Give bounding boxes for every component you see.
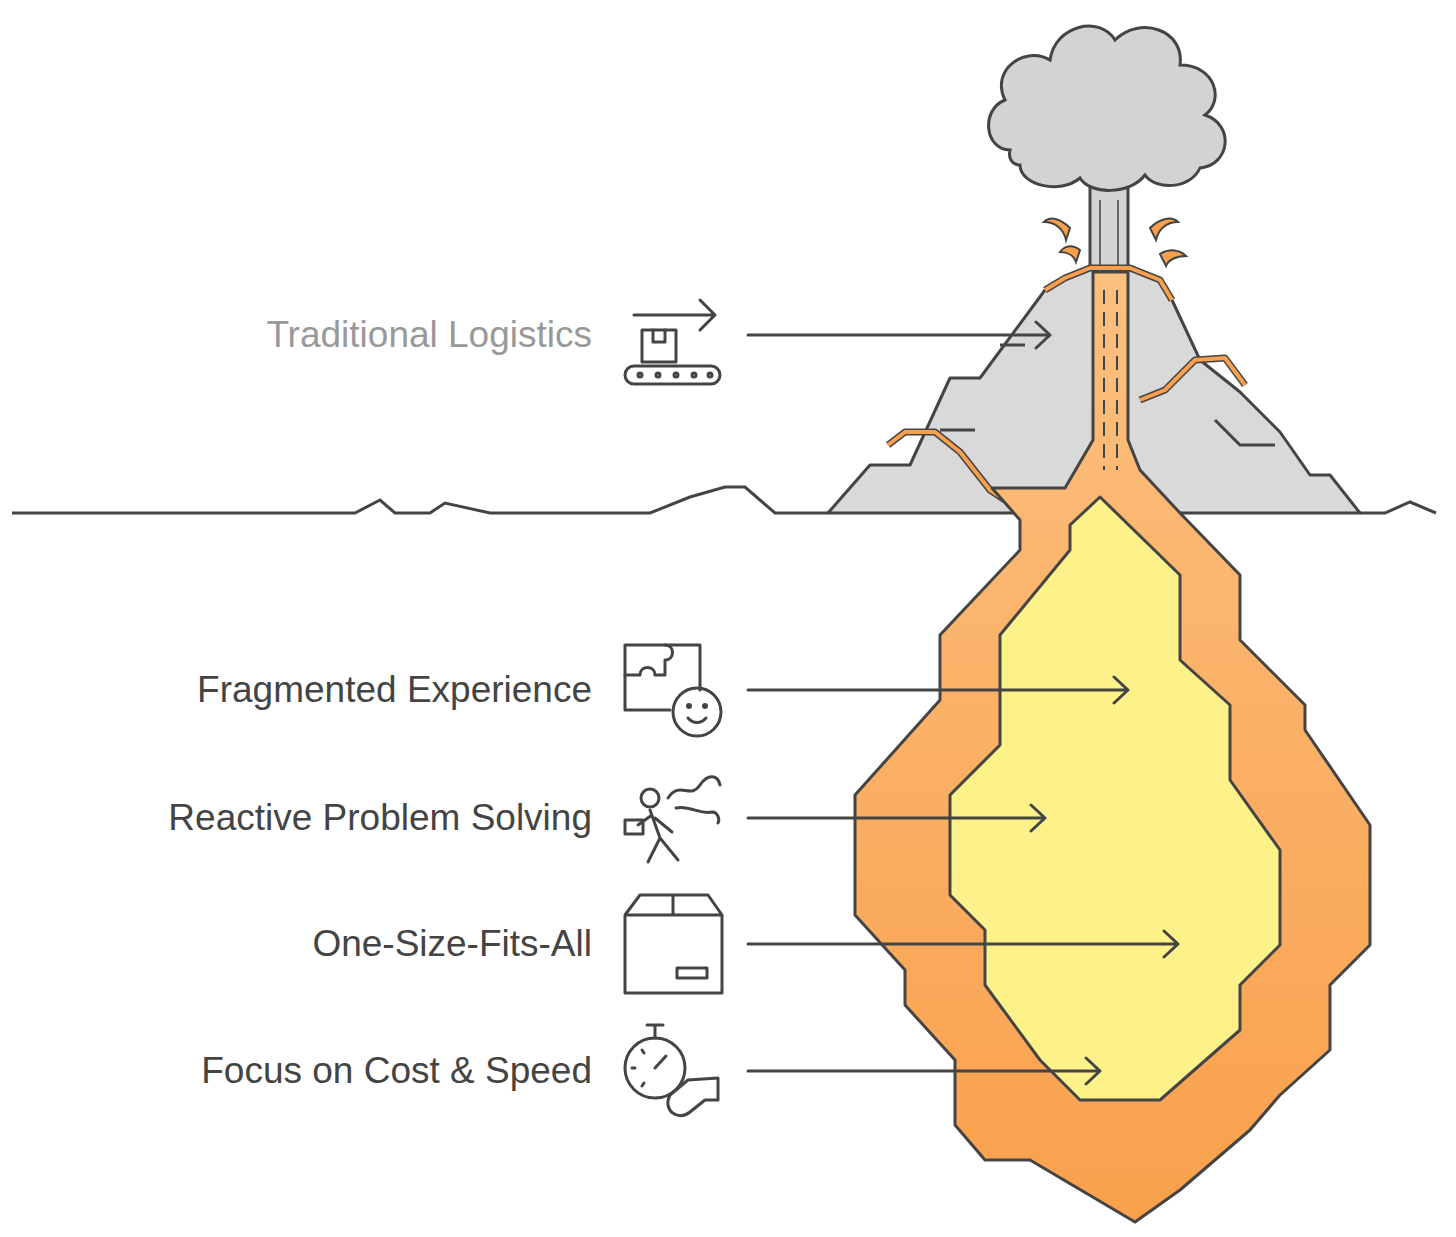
leader-arrow (748, 322, 1178, 1084)
magma-core (950, 497, 1280, 1100)
callout-label: Focus on Cost & Speed (201, 1049, 592, 1093)
callout-label: Reactive Problem Solving (168, 796, 592, 840)
lava-flow-outline (888, 268, 1245, 500)
callout-label: Traditional Logistics (266, 313, 592, 357)
smoke-plume (989, 26, 1226, 280)
callout-label: Fragmented Experience (197, 668, 592, 712)
magma-chamber (855, 272, 1370, 1222)
ground-line (12, 487, 1436, 513)
callout-label: One-Size-Fits-All (312, 922, 592, 966)
conduit-lines (1104, 290, 1117, 470)
lava-flow (888, 268, 1245, 500)
icon (625, 300, 722, 1116)
lava-splash (1044, 219, 1186, 266)
